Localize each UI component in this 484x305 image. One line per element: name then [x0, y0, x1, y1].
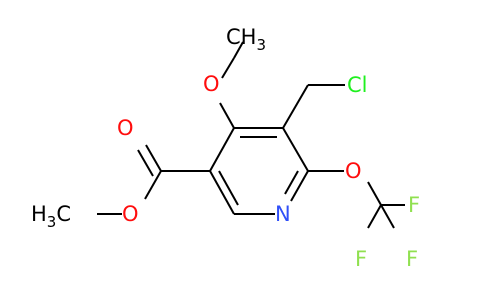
bond-c3-ch2	[282, 84, 309, 129]
bond-ch3-tail	[233, 41, 244, 59]
bond-c2-n	[290, 170, 309, 202]
bond-o-ch3	[221, 57, 235, 79]
bond-c2-n-inner	[284, 170, 299, 195]
bond-c4-o	[219, 102, 235, 129]
atom-ester-oxygen: O	[122, 202, 139, 226]
bond-c6-c5-inner	[218, 170, 239, 206]
atom-ring-nitrogen: N	[275, 202, 291, 226]
atom-carbonyl-oxygen: O	[117, 116, 134, 140]
atom-fluorine-bottom-left: F	[355, 247, 367, 271]
bond-carbonyl-double-b	[137, 149, 154, 177]
bond-o-cf3	[367, 181, 382, 206]
atom-ether-oxygen: O	[345, 159, 362, 183]
bond-carbonyl-ester-o	[144, 170, 162, 200]
bond-c3-c2	[282, 127, 309, 172]
bond-carbonyl-double-a	[145, 144, 162, 172]
bond-cf3-f-br	[380, 204, 395, 229]
atom-methyl-top: CH3	[226, 25, 266, 54]
atom-labels: CH3 O Cl O N O O H3C F F F	[31, 25, 420, 271]
bond-cf3-f-bl	[367, 204, 382, 229]
atom-methoxy-oxygen: O	[203, 72, 220, 96]
atom-chlorine: Cl	[347, 73, 368, 97]
bonds	[97, 41, 405, 229]
atom-fluorine-right: F	[408, 193, 420, 217]
atom-methyl-left: H3C	[31, 202, 71, 231]
atom-fluorine-bottom-right: F	[406, 247, 418, 271]
bond-c5-c4	[209, 127, 235, 172]
bond-c6-c5	[209, 170, 235, 215]
